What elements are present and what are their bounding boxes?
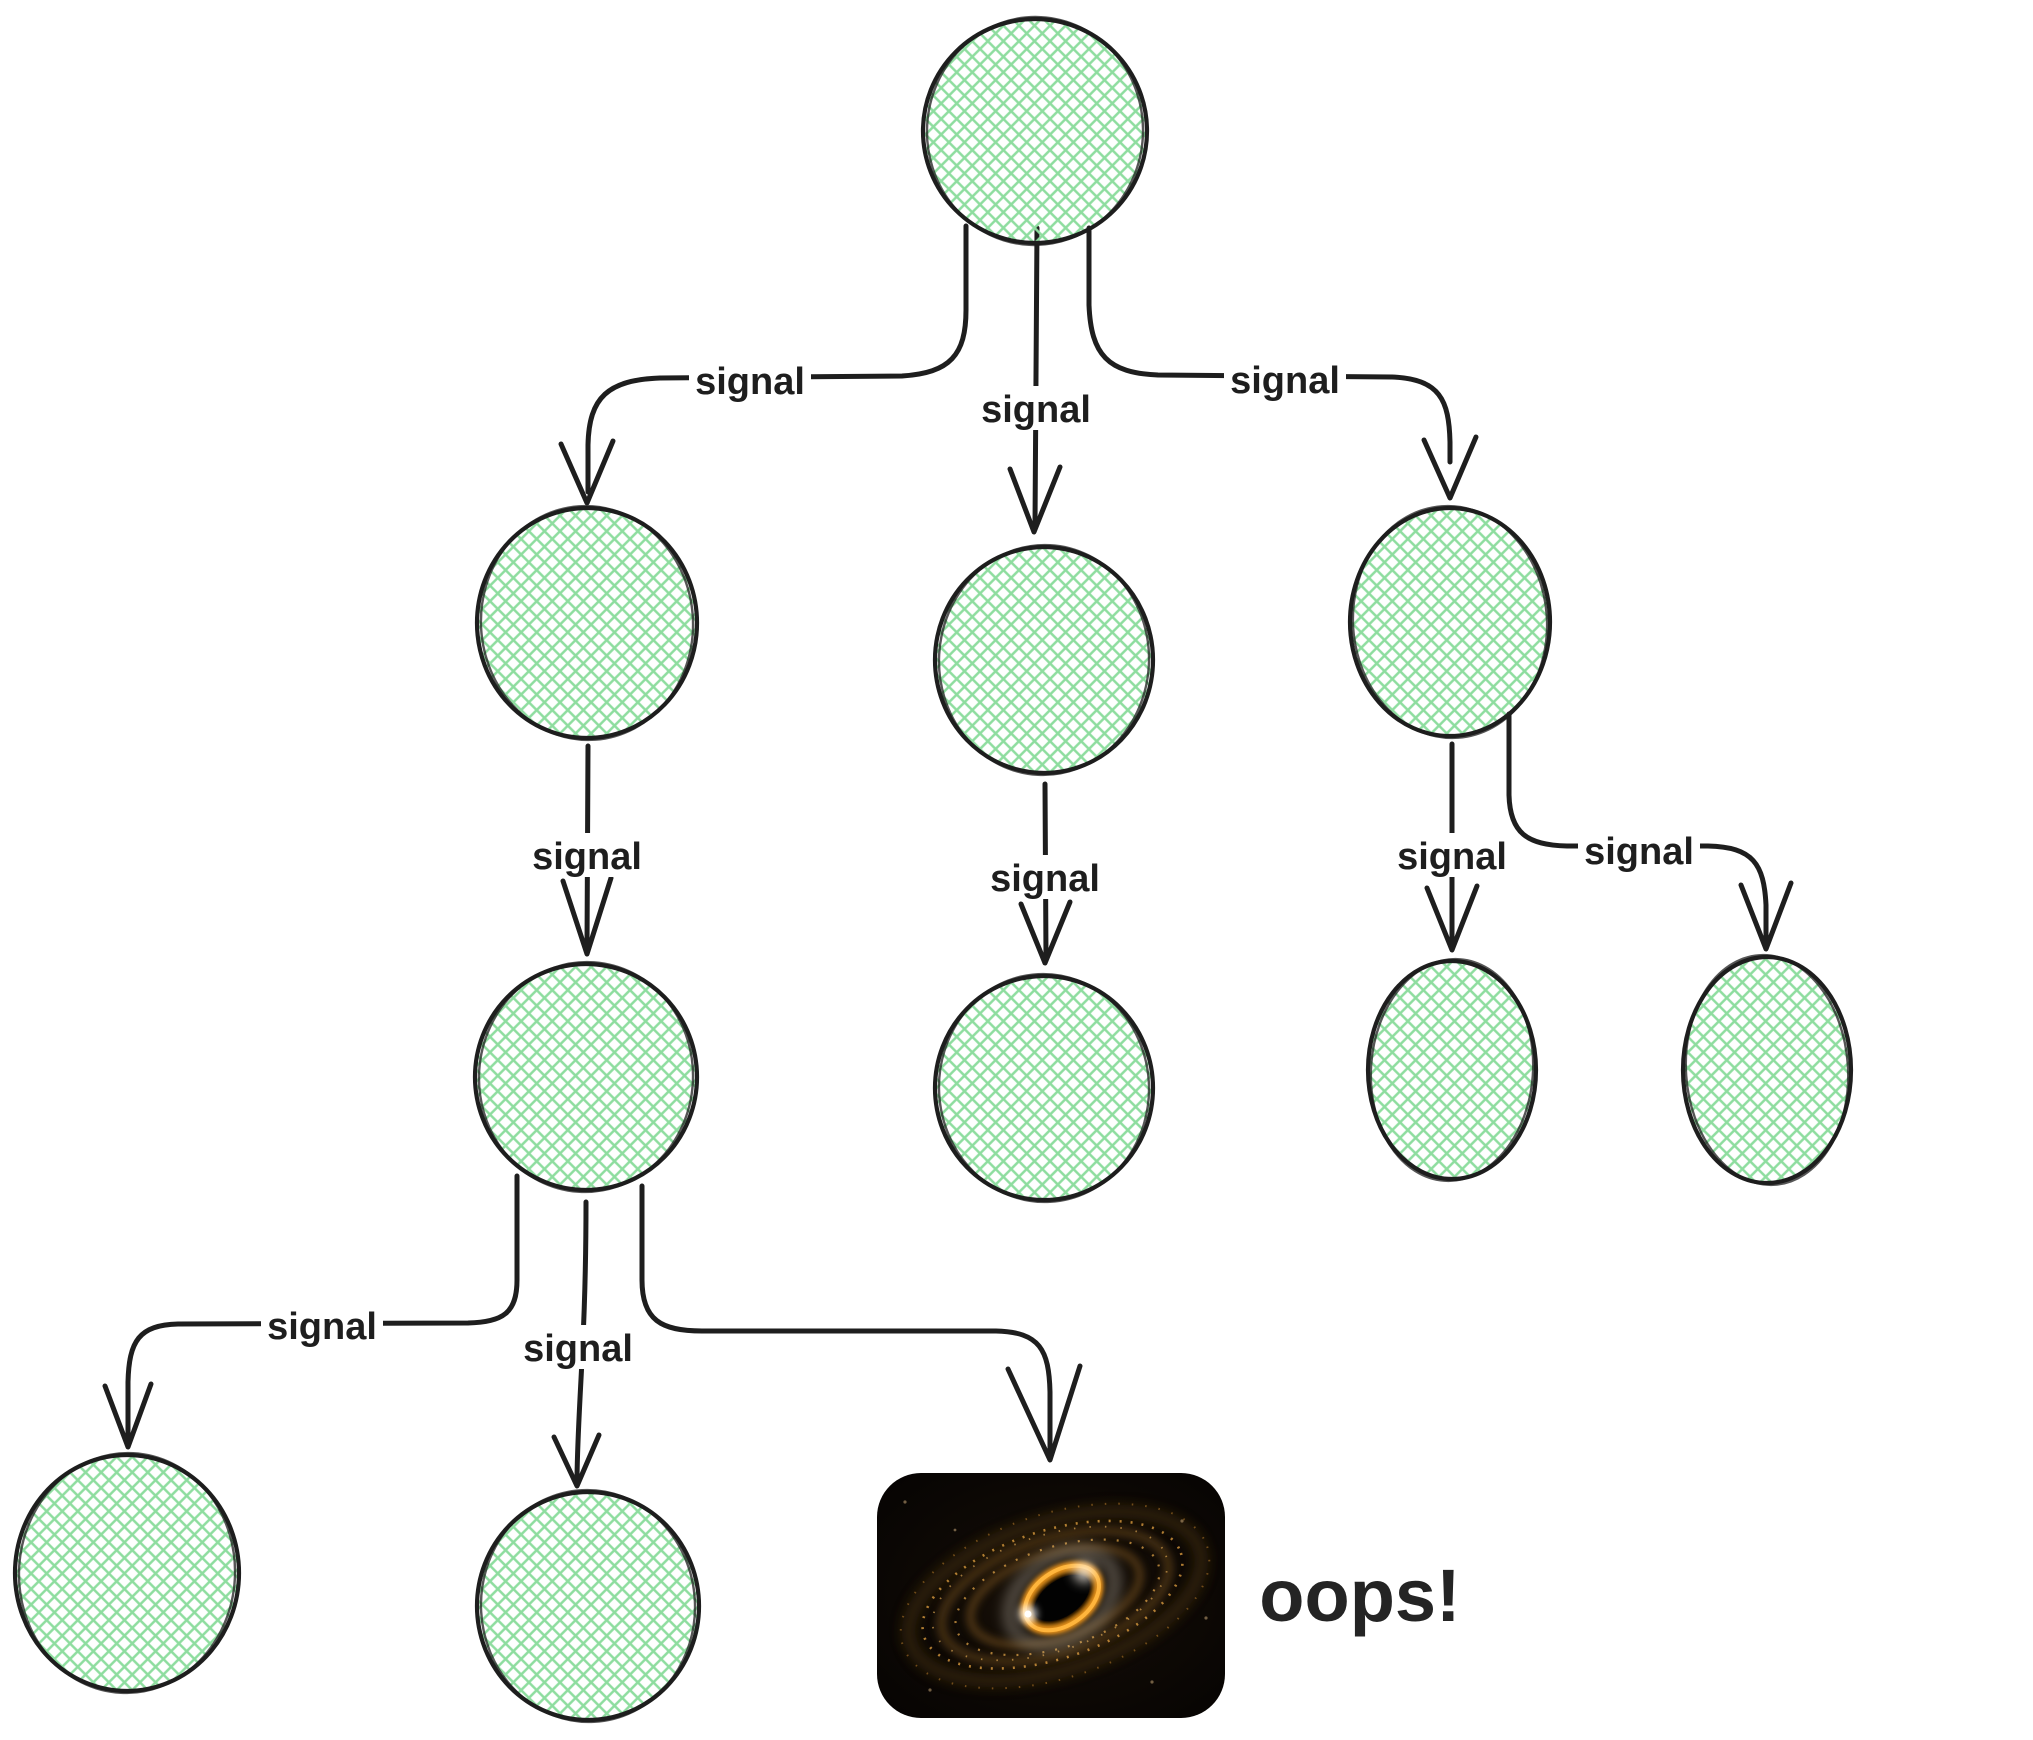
arrowhead-icon — [1738, 880, 1794, 952]
node-outline-sketch — [479, 504, 695, 742]
node-outline-sketch — [17, 1451, 237, 1695]
node-l3-left[interactable] — [12, 1448, 242, 1699]
node-outline-sketch — [1684, 953, 1850, 1187]
label-bg — [517, 1325, 639, 1369]
arrowhead-icon — [1005, 1363, 1083, 1463]
node-fill — [477, 508, 697, 738]
edge-line — [1032, 225, 1040, 528]
oops-annotation[interactable]: oops! — [1259, 1554, 1460, 1637]
node-fill — [15, 1455, 239, 1691]
arrowhead-icon — [1018, 899, 1073, 966]
edge-line — [1506, 711, 1769, 945]
arrowhead-icon — [551, 1432, 602, 1489]
event-horizon-ring — [1002, 1544, 1122, 1652]
node-outline-sketch — [1351, 504, 1549, 740]
node-l1-middle[interactable] — [932, 540, 1156, 781]
arrowhead-icon — [558, 438, 616, 506]
edge-signal-root-left[interactable] — [558, 223, 969, 506]
edge-label[interactable]: signal — [1584, 831, 1694, 873]
node-l2-right-a[interactable] — [1363, 954, 1540, 1187]
star-dots — [903, 1500, 1208, 1692]
edge-label[interactable]: signal — [267, 1306, 377, 1348]
edge-label[interactable]: signal — [1397, 836, 1507, 878]
node-outline — [1347, 505, 1553, 739]
edge-label[interactable]: signal — [523, 1328, 633, 1370]
label-bg — [526, 833, 648, 877]
node-outline — [920, 16, 1150, 246]
node-outline — [932, 973, 1156, 1203]
arrowhead-icon — [1424, 883, 1480, 953]
node-outline-sketch — [925, 15, 1145, 247]
label-bg — [689, 358, 811, 402]
node-root[interactable] — [920, 12, 1150, 251]
node-l2-right-b[interactable] — [1678, 950, 1856, 1191]
edge-line — [1086, 225, 1453, 465]
node-fill — [935, 976, 1153, 1200]
black-hole-art — [877, 1473, 1225, 1718]
node-outline-sketch — [1369, 957, 1535, 1183]
node-fill — [1683, 957, 1851, 1183]
black-hole-image[interactable] — [877, 1469, 1233, 1724]
edge-label[interactable]: signal — [532, 836, 642, 878]
node-outline — [474, 505, 700, 741]
node-outline-sketch — [479, 1488, 697, 1724]
node-outline — [932, 544, 1156, 776]
edge-grandchild-blackhole[interactable] — [639, 1183, 1083, 1463]
edge-signal-root-middle[interactable] — [1007, 225, 1063, 535]
node-fill — [1350, 508, 1550, 736]
node-fill — [475, 964, 697, 1190]
node-outline-sketch — [937, 543, 1151, 777]
star-point — [1024, 1610, 1032, 1618]
edge-label[interactable]: signal — [1230, 360, 1340, 402]
node-fill — [935, 547, 1153, 773]
node-outline — [474, 1489, 702, 1723]
node-l3-middle[interactable] — [474, 1485, 702, 1728]
edge-label[interactable]: signal — [990, 858, 1100, 900]
edge-line — [585, 223, 969, 495]
node-l2-middle[interactable] — [932, 969, 1156, 1208]
node-l2-left[interactable] — [471, 955, 701, 1199]
node-l1-left[interactable] — [473, 499, 701, 747]
label-bg — [1224, 357, 1346, 401]
arrowhead-icon — [1421, 434, 1479, 501]
node-fill — [923, 19, 1147, 243]
node-outline — [1365, 958, 1539, 1182]
node-outline — [472, 961, 700, 1193]
node-fill — [477, 1492, 699, 1720]
label-bg — [975, 386, 1097, 430]
node-fill — [1368, 961, 1536, 1179]
edge-label[interactable]: signal — [695, 361, 805, 403]
arrowhead-icon — [560, 875, 614, 957]
edge-signal-root-right[interactable] — [1086, 225, 1479, 501]
label-bg — [984, 855, 1106, 899]
node-outline-sketch — [477, 960, 695, 1194]
arrowhead-icon — [1007, 464, 1063, 535]
label-bg — [1391, 833, 1513, 877]
edge-line — [639, 1183, 1053, 1455]
node-outline — [12, 1452, 242, 1694]
node-l1-right[interactable] — [1345, 500, 1555, 745]
label-bg — [261, 1303, 383, 1347]
glow-hotspot — [1074, 1562, 1094, 1582]
label-bg — [1578, 828, 1700, 872]
edge-label-group: signal signal signal signal signal signa… — [261, 357, 1700, 1370]
node-outline — [1680, 954, 1854, 1186]
arrowhead-icon — [102, 1381, 154, 1450]
edge-label[interactable]: signal — [981, 389, 1091, 431]
node-outline-sketch — [937, 972, 1151, 1204]
edge-signal-right-child-side[interactable] — [1506, 711, 1794, 952]
accretion-swirl — [899, 1502, 1211, 1690]
